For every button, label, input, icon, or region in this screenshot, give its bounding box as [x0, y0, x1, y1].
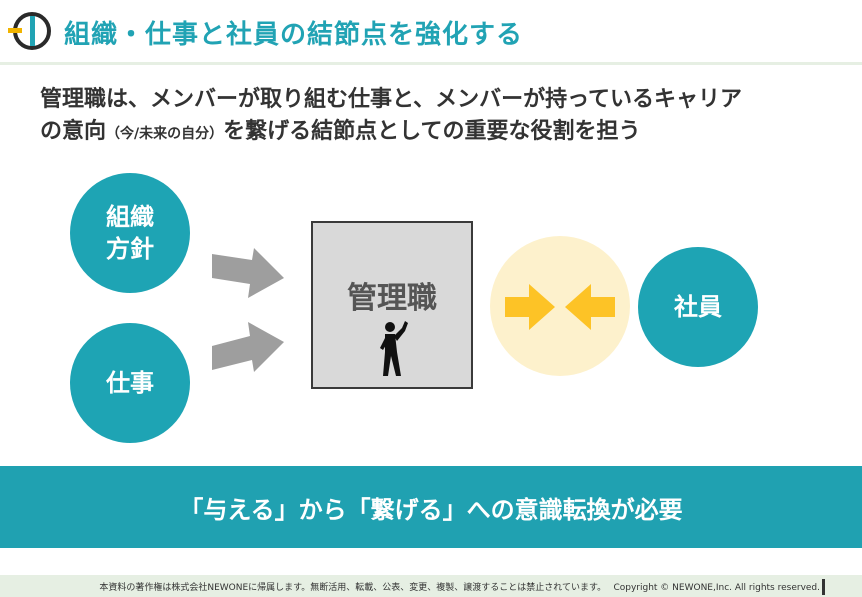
work-label: 仕事 [106, 369, 154, 397]
page-title: 組織・仕事と社員の結節点を強化する [64, 20, 524, 50]
lead-line-1: 管理職は、メンバーが取り組む仕事と、メンバーが持っているキャリア [40, 87, 743, 112]
arrow-right-icon [212, 322, 284, 372]
lead-line-2-start: の意向 [40, 119, 107, 144]
org-policy-circle: 組織 方針 [70, 173, 190, 293]
manager-box: 管理職 [311, 221, 473, 389]
org-policy-label-1: 組織 [106, 203, 154, 231]
header-divider [0, 62, 862, 65]
lead-line-2: の意向（今/未来の自分）を繋げる結節点としての重要な役割を担う [40, 116, 840, 150]
org-policy-label-2: 方針 [106, 235, 154, 263]
header-bar [0, 0, 862, 62]
newone-logo-icon [8, 12, 51, 50]
employee-label: 社員 [674, 293, 722, 321]
footer-bar [0, 575, 862, 597]
employee-circle: 社員 [638, 247, 758, 367]
conclusion-banner: 「与える」から「繋げる」への意識転換が必要 [0, 466, 862, 548]
work-circle: 仕事 [70, 323, 190, 443]
copyright-notice: 本資料の著作権は株式会社NEWONEに帰属します。無断活用、転載、公表、変更、複… [99, 583, 820, 593]
manager-label: 管理職 [347, 281, 437, 316]
lead-line-2-note: （今/未来の自分） [106, 126, 224, 142]
lead-text: 管理職は、メンバーが取り組む仕事と、メンバーが持っているキャリア の意向（今/未… [40, 84, 840, 150]
conclusion-text: 「与える」から「繋げる」への意識転換が必要 [179, 495, 683, 524]
lead-line-2-end: を繋げる結節点としての重要な役割を担う [223, 119, 641, 144]
person-cheering-icon [380, 321, 408, 376]
arrow-right-icon [212, 248, 284, 298]
converging-arrows-icon [505, 284, 615, 330]
footer-end-mark [822, 579, 825, 595]
